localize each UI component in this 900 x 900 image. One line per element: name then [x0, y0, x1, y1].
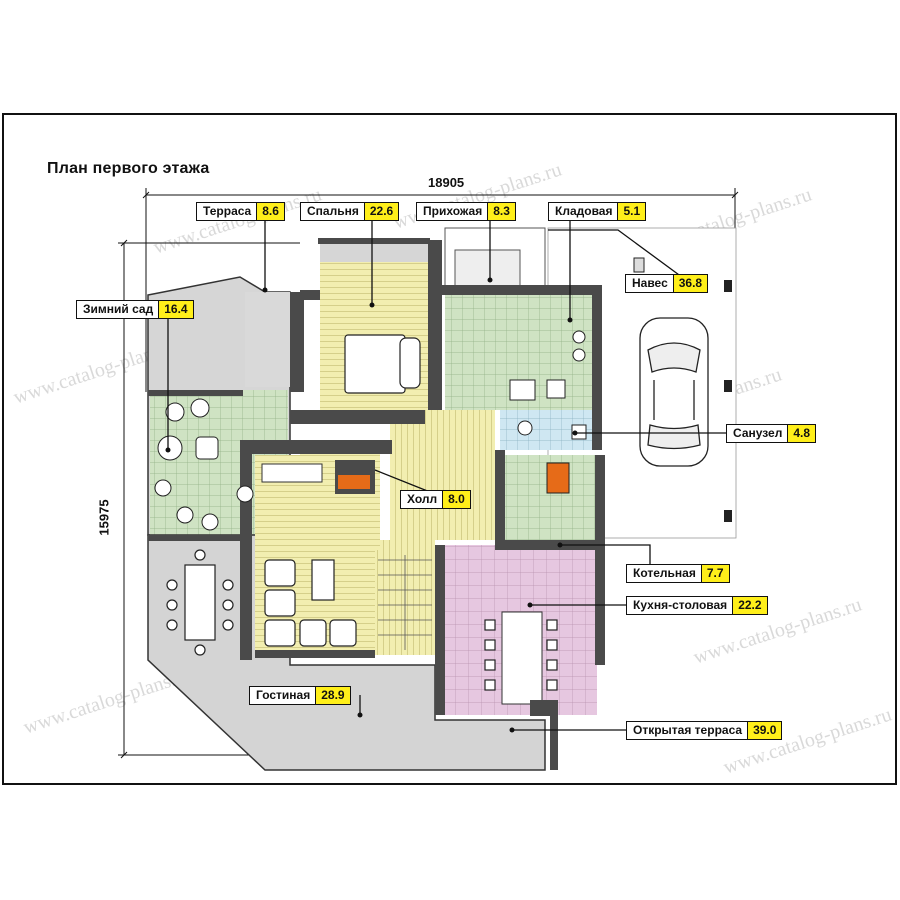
label-hall: Холл 8.0: [400, 490, 471, 509]
room-area: 28.9: [315, 687, 350, 704]
label-living-room: Гостиная 28.9: [249, 686, 351, 705]
label-bathroom: Санузел 4.8: [726, 424, 817, 443]
plan-title: План первого этажа: [47, 160, 210, 177]
room-name: Навес: [632, 276, 668, 290]
room-name: Кладовая: [555, 204, 613, 218]
label-entry: Прихожая 8.3: [416, 202, 516, 221]
stairs: [378, 555, 432, 650]
height-dimension: 15975: [96, 499, 112, 536]
room-name: Терраса: [203, 204, 252, 218]
room-area: 4.8: [787, 425, 816, 442]
label-terrace: Терраса 8.6: [196, 202, 285, 221]
dining-chairs-kitchen: [484, 619, 558, 691]
room-name: Спальня: [307, 204, 359, 218]
room-area: 8.3: [487, 203, 515, 220]
living-sofa: [264, 559, 357, 647]
label-boiler-room: Котельная 7.7: [626, 564, 730, 583]
width-dimension: 18905: [428, 175, 465, 190]
room-area: 7.7: [700, 565, 729, 582]
hall: [390, 410, 495, 540]
car-icon: [639, 317, 709, 467]
bathroom-fixtures: [509, 330, 587, 440]
room-name: Прихожая: [423, 204, 483, 218]
terrace-small: [245, 292, 290, 387]
label-kitchen-dining: Кухня-столовая 22.2: [626, 596, 768, 615]
dimension-lines: [118, 188, 739, 759]
room-name: Зимний сад: [83, 302, 154, 316]
room-area: 22.2: [732, 597, 767, 614]
label-pantry: Кладовая 5.1: [548, 202, 647, 221]
label-open-terrace: Открытая терраса 39.0: [626, 721, 783, 740]
room-area: 8.6: [256, 203, 284, 220]
room-name: Санузел: [733, 426, 783, 440]
plants: [154, 398, 254, 531]
room-name: Открытая терраса: [633, 723, 743, 737]
room-name: Гостиная: [256, 688, 311, 702]
label-winter-garden: Зимний сад 16.4: [76, 300, 194, 319]
room-area: 36.8: [672, 275, 708, 292]
room-name: Котельная: [633, 566, 696, 580]
room-area: 5.1: [617, 203, 646, 220]
room-name: Кухня-столовая: [633, 598, 728, 612]
room-name: Холл: [407, 492, 438, 506]
label-bedroom: Спальня 22.6: [300, 202, 400, 221]
room-area: 16.4: [158, 301, 193, 318]
dining-table-terrace: [166, 549, 234, 656]
label-carport: Навес 36.8: [625, 274, 709, 293]
drawing-frame: [2, 113, 897, 785]
room-area: 8.0: [442, 491, 470, 508]
leader-lines: [167, 220, 726, 731]
room-area: 22.6: [363, 203, 399, 220]
bed: [344, 334, 421, 394]
room-area: 39.0: [747, 722, 782, 739]
